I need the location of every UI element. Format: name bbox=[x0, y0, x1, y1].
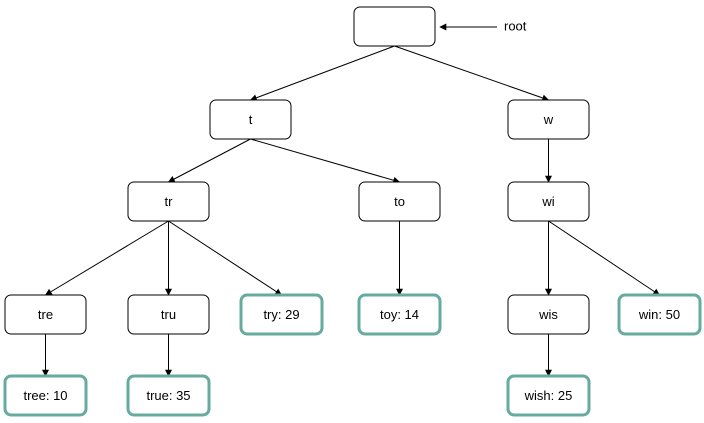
leaf-node-box bbox=[126, 374, 211, 417]
edge-arrow bbox=[249, 45, 395, 102]
edge-tr-to-tre bbox=[44, 220, 169, 296]
node-label: wi bbox=[541, 194, 554, 209]
node-label: tru bbox=[161, 307, 176, 322]
node-box bbox=[358, 181, 441, 222]
edge-arrow bbox=[167, 138, 251, 183]
node-box bbox=[507, 181, 590, 222]
edge-arrow bbox=[548, 220, 661, 296]
node-wis: wis bbox=[507, 294, 590, 335]
leaf-node-box bbox=[617, 293, 702, 336]
node-label: w bbox=[543, 112, 554, 127]
node-tr: tr bbox=[127, 181, 210, 222]
node-box bbox=[507, 99, 590, 140]
node-wi: wi bbox=[507, 181, 590, 222]
node-win: win: 50 bbox=[617, 293, 702, 336]
leaf-node-box bbox=[239, 293, 324, 336]
node-label: t bbox=[249, 112, 253, 127]
node-label: tr bbox=[165, 194, 174, 209]
leaf-node-box bbox=[3, 374, 88, 417]
node-label: true: 35 bbox=[146, 388, 190, 403]
node-label: toy: 14 bbox=[380, 307, 419, 322]
node-tru: tru bbox=[127, 294, 210, 335]
node-tre: tre bbox=[4, 294, 87, 335]
node-box bbox=[127, 294, 210, 335]
node-label: try: 29 bbox=[263, 307, 299, 322]
edge-t-to-tr bbox=[167, 138, 251, 183]
node-t: t bbox=[209, 99, 292, 140]
edge-tr-to-try bbox=[168, 220, 283, 296]
node-label: tree: 10 bbox=[23, 388, 67, 403]
edge-arrow bbox=[250, 138, 401, 184]
nodes-layer: t w tr to wi tre tru try: 29 toy: 14 wis win: 50 tr… bbox=[3, 6, 702, 417]
edge-root-to-w bbox=[394, 45, 550, 102]
node-wish: wish: 25 bbox=[506, 374, 591, 417]
edge-t-to-to bbox=[250, 138, 401, 184]
edge-arrow bbox=[44, 220, 169, 296]
edge-wi-to-win bbox=[548, 220, 661, 296]
edge-arrow bbox=[168, 220, 283, 296]
node-label: wish: 25 bbox=[524, 388, 573, 403]
node-box bbox=[127, 181, 210, 222]
node-label: tre bbox=[38, 307, 53, 322]
root-label: root bbox=[504, 18, 527, 33]
edge-root-to-t bbox=[249, 45, 395, 102]
edges-layer bbox=[42, 45, 661, 377]
node-true: true: 35 bbox=[126, 374, 211, 417]
edge-arrow bbox=[394, 45, 550, 102]
node-try: try: 29 bbox=[239, 293, 324, 336]
node-toy: toy: 14 bbox=[357, 293, 442, 336]
node-box bbox=[353, 6, 436, 47]
leaf-node-box bbox=[357, 293, 442, 336]
node-to: to bbox=[358, 181, 441, 222]
node-tree: tree: 10 bbox=[3, 374, 88, 417]
node-label: win: 50 bbox=[638, 307, 680, 322]
node-box bbox=[209, 99, 292, 140]
node-root bbox=[353, 6, 436, 47]
leaf-node-box bbox=[506, 374, 591, 417]
node-label: to bbox=[394, 194, 405, 209]
node-box bbox=[507, 294, 590, 335]
root-annotation: root bbox=[439, 18, 527, 33]
node-w: w bbox=[507, 99, 590, 140]
node-label: wis bbox=[538, 307, 558, 322]
node-box bbox=[4, 294, 87, 335]
